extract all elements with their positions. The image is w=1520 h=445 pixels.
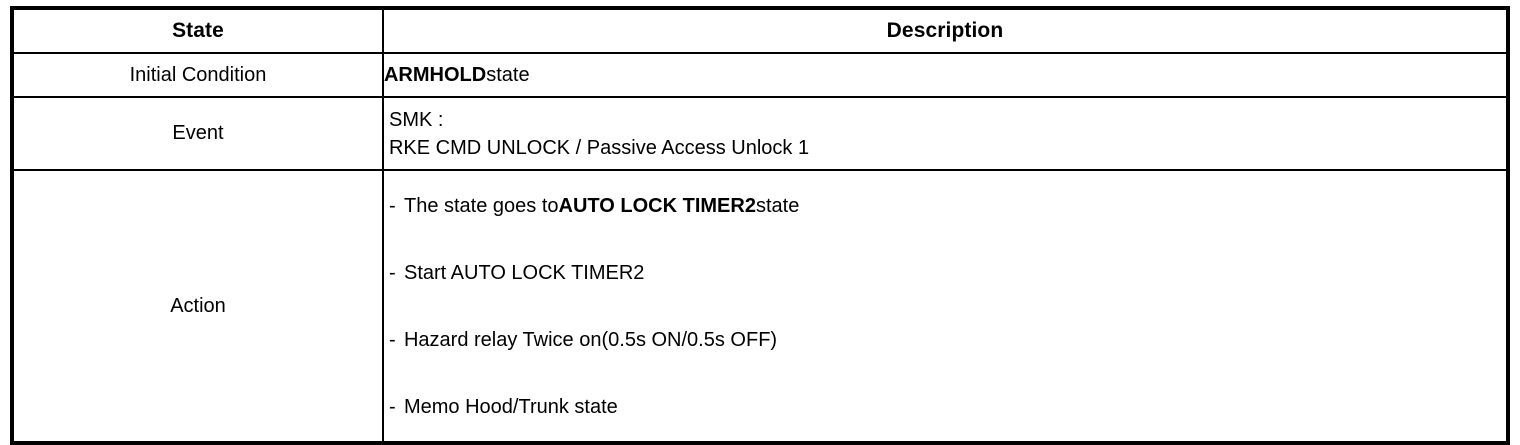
document-page: State Description Initial Condition ARMH…	[10, 6, 1510, 445]
row-description-initial-condition: ARMHOLDstate	[381, 52, 1510, 98]
row-description-action: -The state goes toAUTO LOCK TIMER2state …	[381, 169, 1510, 444]
action-list-item: -Memo Hood/Trunk state	[389, 374, 1506, 441]
description-line: RKE CMD UNLOCK / Passive Access Unlock 1	[388, 136, 810, 159]
bullet-dash-icon: -	[388, 262, 396, 284]
column-header-state: State	[11, 7, 384, 54]
row-label-action: Action	[11, 169, 384, 444]
action-text-bold: AUTO LOCK TIMER2	[558, 195, 756, 217]
action-text-regular: Hazard relay Twice on(0.5s ON/0.5s OFF)	[403, 329, 778, 351]
table-row-action: Action -The state goes toAUTO LOCK TIMER…	[11, 169, 1510, 444]
action-text-regular-tail: state	[755, 195, 800, 217]
column-header-description: Description	[381, 7, 1510, 54]
description-segment-regular: state	[486, 64, 530, 86]
table-row-initial-condition: Initial Condition ARMHOLDstate	[11, 52, 1510, 98]
bullet-dash-icon: -	[388, 195, 396, 217]
table-header-row: State Description	[11, 7, 1510, 54]
bullet-dash-icon: -	[388, 396, 396, 418]
action-text-regular: The state goes to	[403, 195, 559, 217]
description-segment-bold: ARMHOLD	[383, 64, 487, 86]
action-text-regular: Memo Hood/Trunk state	[403, 396, 618, 418]
action-list-item: -The state goes toAUTO LOCK TIMER2state	[389, 173, 1506, 240]
action-text-regular: Start AUTO LOCK TIMER2	[403, 262, 645, 284]
action-list: -The state goes toAUTO LOCK TIMER2state …	[384, 171, 1506, 441]
table-row-event: Event SMK : RKE CMD UNLOCK / Passive Acc…	[11, 96, 1510, 171]
action-list-item: -Start AUTO LOCK TIMER2	[389, 240, 1506, 307]
row-label-event: Event	[11, 96, 384, 171]
row-label-initial-condition: Initial Condition	[11, 52, 384, 98]
row-description-event: SMK : RKE CMD UNLOCK / Passive Access Un…	[381, 96, 1510, 171]
state-description-table: State Description Initial Condition ARMH…	[10, 6, 1510, 445]
bullet-dash-icon: -	[388, 329, 396, 351]
description-line: ARMHOLDstate	[384, 61, 1506, 89]
description-line: SMK :	[388, 108, 444, 131]
action-list-item: -Hazard relay Twice on(0.5s ON/0.5s OFF)	[389, 307, 1506, 374]
